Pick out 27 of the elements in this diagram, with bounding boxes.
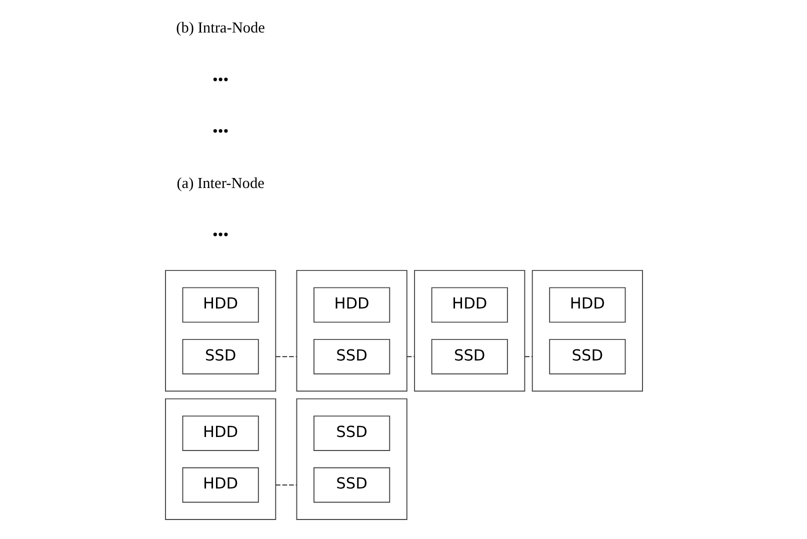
label: ••• [212, 226, 228, 244]
connector [406, 356, 415, 358]
node-box: SSD [312, 338, 390, 374]
label: ••• [212, 123, 228, 140]
node-box: HDD [182, 416, 258, 452]
cluster [164, 398, 276, 520]
label: (a) Inter-Node [176, 174, 264, 192]
label: (b) Intra-Node [176, 20, 264, 37]
node-box: SSD [312, 416, 390, 452]
cluster [414, 270, 525, 392]
cluster [296, 398, 407, 520]
cluster [531, 270, 642, 392]
node-box: HDD [312, 287, 390, 323]
node-box: HDD [430, 287, 508, 323]
node-box: HDD [182, 287, 258, 323]
node-box: HDD [182, 467, 258, 503]
node-box: SSD [182, 338, 258, 374]
node-box: SSD [312, 467, 390, 503]
cluster [164, 270, 276, 392]
node-box: SSD [430, 338, 508, 374]
node-box: HDD [548, 287, 626, 323]
label: ••• [212, 71, 228, 88]
connector [274, 356, 297, 358]
node-box: SSD [548, 338, 626, 374]
cluster [296, 270, 407, 392]
connector [524, 356, 532, 358]
connector [274, 484, 297, 486]
